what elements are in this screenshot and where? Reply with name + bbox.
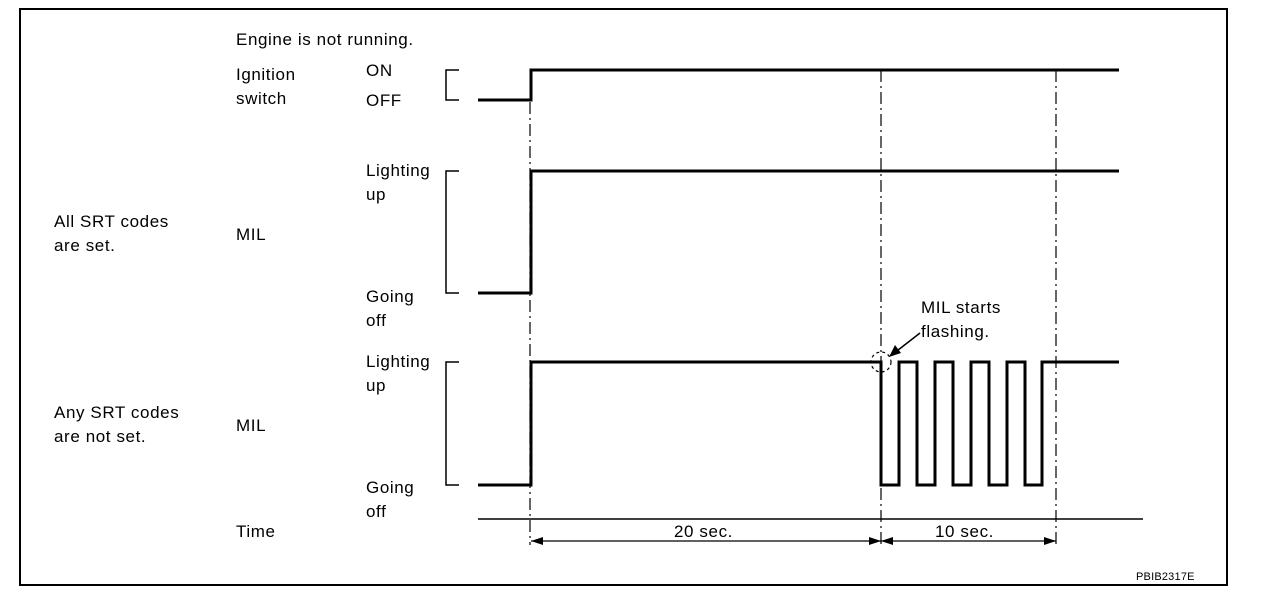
- engine-condition-label: Engine is not running.: [236, 30, 414, 49]
- not-set-group-line1: Any SRT codes: [54, 403, 180, 422]
- time-guides: [529, 70, 1057, 545]
- not-set-state-high-line2: up: [366, 376, 387, 395]
- mil-all-set-waveform: [478, 169, 1119, 295]
- all-set-state-high-line2: up: [366, 185, 387, 204]
- arrow-20-right: [869, 537, 881, 545]
- not-set-state-low-line2: off: [366, 502, 387, 521]
- flashing-start-marker: [870, 351, 892, 373]
- all-set-state-high-line1: Lighting: [366, 161, 431, 180]
- interval-10-label: 10 sec.: [935, 522, 995, 541]
- not-set-mil-label: MIL: [236, 416, 267, 435]
- mil-not-set-waveform: [478, 360, 1119, 487]
- ignition-bracket: [445, 69, 459, 101]
- ignition-waveform: [478, 68, 1119, 102]
- annotation-arrowhead: [889, 345, 901, 357]
- all-set-state-low-line1: Going: [366, 287, 415, 306]
- not-set-state-low-line1: Going: [366, 478, 415, 497]
- all-set-state-low-line2: off: [366, 311, 387, 330]
- diagram-frame: [19, 8, 1228, 586]
- mil-not-set-bracket: [445, 361, 459, 486]
- all-set-mil-label: MIL: [236, 225, 267, 244]
- arrow-20-left: [531, 537, 543, 545]
- figure-id: PBIB2317E: [1136, 571, 1195, 583]
- annotation-line1: MIL starts: [921, 298, 1001, 317]
- ignition-label-line1: Ignition: [236, 65, 296, 84]
- ignition-label-line2: switch: [236, 89, 287, 108]
- not-set-state-high-line1: Lighting: [366, 352, 431, 371]
- arrow-10-right: [1044, 537, 1056, 545]
- interval-20-label: 20 sec.: [674, 522, 734, 541]
- all-set-group-line2: are set.: [54, 236, 116, 255]
- mil-all-set-bracket: [445, 170, 459, 294]
- annotation-line2: flashing.: [921, 322, 990, 341]
- all-set-group-line1: All SRT codes: [54, 212, 169, 231]
- not-set-group-line2: are not set.: [54, 427, 147, 446]
- ignition-state-on: ON: [366, 61, 393, 80]
- ignition-state-off: OFF: [366, 91, 402, 110]
- arrow-10-left: [881, 537, 893, 545]
- time-label: Time: [236, 522, 276, 541]
